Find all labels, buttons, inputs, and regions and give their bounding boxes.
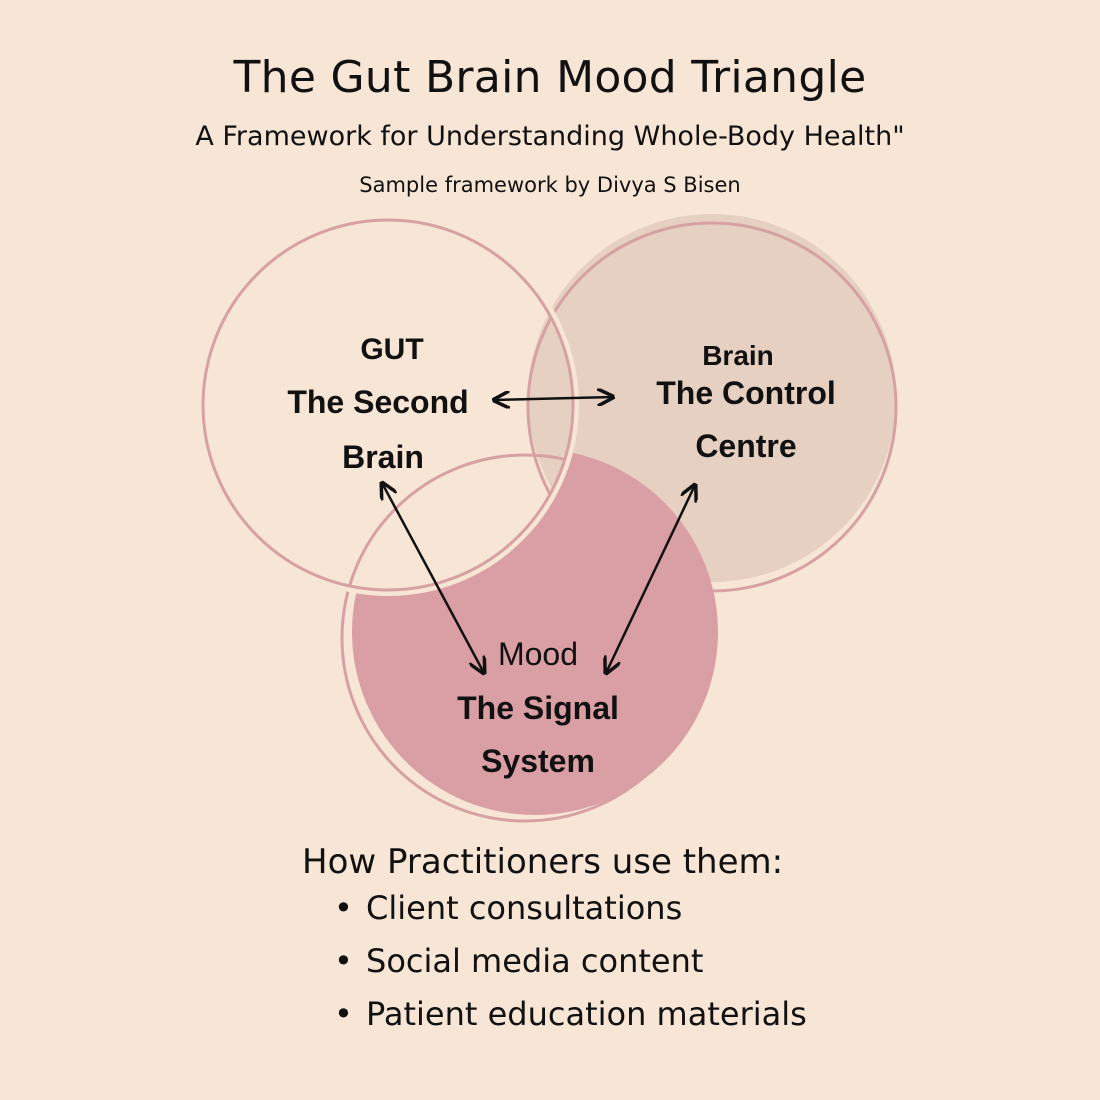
uses-heading: How Practitioners use them:: [302, 842, 784, 882]
mood-circle-outline: [340, 453, 710, 823]
mood-subtitle-line2: System: [481, 743, 595, 779]
list-item: • Social media content: [334, 941, 807, 994]
practitioner-uses: How Practitioners use them: • Client con…: [302, 842, 807, 1047]
uses-list: • Client consultations • Social media co…: [302, 888, 807, 1047]
list-item-text: Patient education materials: [366, 995, 807, 1033]
list-item-text: Client consultations: [366, 889, 683, 927]
brain-mood-arrow: [606, 485, 695, 673]
bullet: •: [334, 889, 353, 927]
gut-mood-arrow: [382, 483, 484, 673]
bullet: •: [334, 942, 353, 980]
gut-label: GUT: [360, 333, 423, 366]
list-item-text: Social media content: [366, 942, 704, 980]
author-byline: Sample framework by Divya S Bisen: [359, 173, 741, 197]
brain-subtitle-line1: The Control: [656, 375, 836, 411]
list-item: • Patient education materials: [334, 994, 807, 1047]
mood-subtitle-line1: The Signal: [457, 690, 619, 726]
brain-subtitle-line2: Centre: [695, 428, 796, 464]
page-subtitle: A Framework for Understanding Whole-Body…: [195, 121, 905, 152]
bullet: •: [334, 995, 353, 1033]
gut-subtitle-line2: Brain: [342, 439, 424, 475]
gut-brain-arrow: [494, 397, 613, 400]
page-title: The Gut Brain Mood Triangle: [233, 52, 867, 103]
list-item: • Client consultations: [334, 888, 807, 941]
brain-label: Brain: [702, 340, 774, 371]
mood-label: Mood: [498, 636, 578, 672]
gut-subtitle-line1: The Second: [287, 384, 468, 420]
